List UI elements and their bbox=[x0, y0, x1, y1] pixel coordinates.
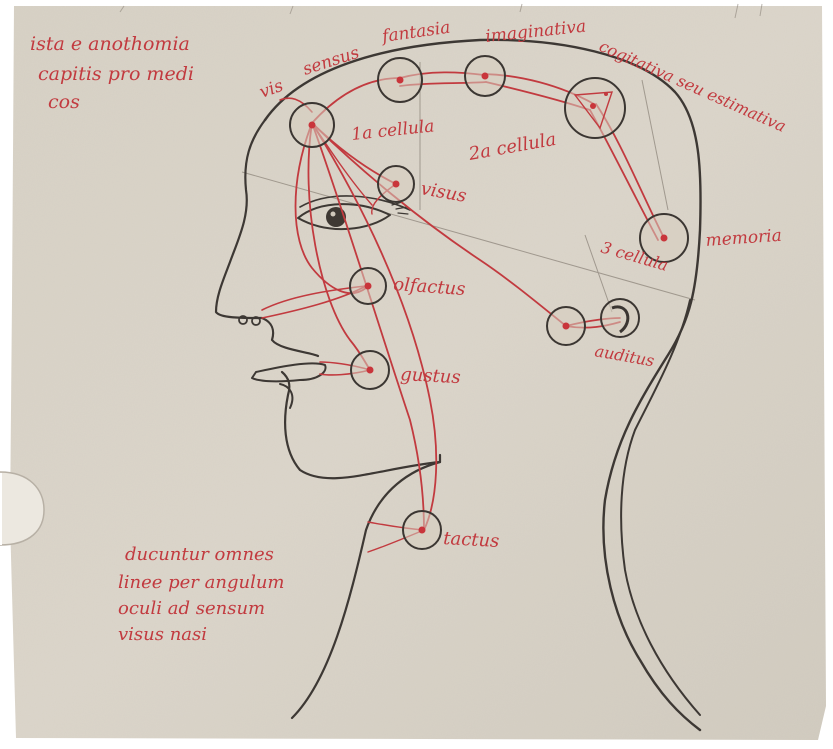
bottom-note-line-3: oculi ad sensum bbox=[118, 598, 265, 619]
cell-sensus-communis bbox=[290, 103, 334, 147]
title-note-line-2: capitis pro medi bbox=[38, 63, 194, 85]
label-gustus: gustus bbox=[400, 364, 461, 388]
cell-imaginativa bbox=[465, 56, 505, 96]
cell-olfactus bbox=[350, 268, 386, 304]
bottom-note-line-4: visus nasi bbox=[118, 624, 207, 645]
title-note-line-1: ista e anothomia bbox=[30, 33, 190, 55]
bottom-note-line-1: ducuntur omnes bbox=[125, 544, 274, 565]
cell-visus bbox=[378, 166, 414, 202]
bottom-note-line-2: linee per angulum bbox=[118, 572, 285, 593]
label-tactus: tactus bbox=[443, 528, 500, 552]
cell-cogitativa bbox=[565, 78, 625, 138]
cell-tactus bbox=[403, 511, 441, 549]
title-note-line-3: cos bbox=[48, 91, 80, 113]
cell-gustus bbox=[351, 351, 389, 389]
cell-fantasia bbox=[378, 58, 422, 102]
